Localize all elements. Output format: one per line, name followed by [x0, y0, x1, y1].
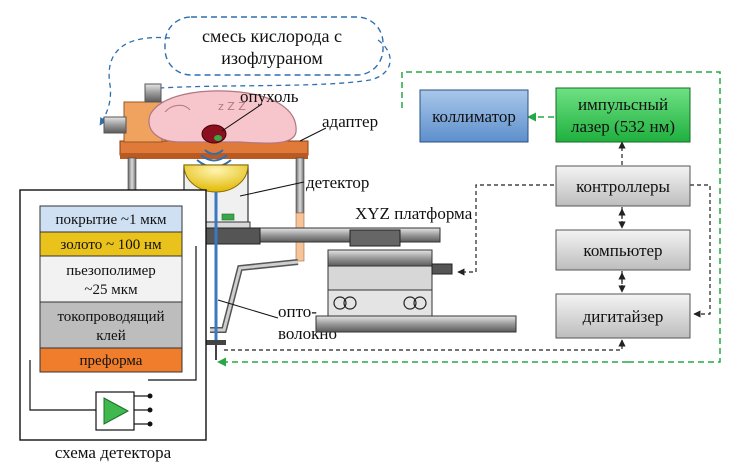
detector-layer-stack: покрытие ~1 мкм золото ~ 100 нм пьезополим… [39, 205, 183, 373]
detector-label: детектор [306, 173, 369, 192]
collimator-block [419, 89, 529, 143]
detector-scheme-label: схема детектора [55, 443, 172, 462]
adapter-label: адаптер [322, 112, 378, 131]
digitizer-block [555, 293, 691, 339]
detector-layer-3-label-1: токопроводящий [57, 309, 164, 325]
tumor [201, 124, 227, 144]
laser-block [555, 87, 691, 143]
computer-label: компьютер [583, 241, 662, 260]
detector-layer-2 [39, 255, 183, 303]
computer-block [555, 229, 691, 271]
xyz-platform: XYZ платформа [315, 204, 517, 333]
amplifier-icon [103, 397, 130, 425]
gas-mixture-group: смесь кислорода с изофлураном [99, 16, 391, 126]
mouse-setup: z Z Z опухоль адаптер [103, 83, 378, 168]
detector-layer-1-label-1: золото ~ 100 нм [60, 237, 162, 253]
gas-mixture-box [164, 16, 384, 76]
detector-layer-3 [39, 301, 183, 349]
laser-label-line1: импульсный [578, 95, 668, 114]
controllers-block [555, 165, 691, 207]
gas-mixture-line1: смесь кислорода с [202, 26, 342, 46]
laser-path [401, 71, 721, 363]
xyz-platform-label: XYZ платформа [355, 204, 473, 223]
mouse-body [148, 90, 297, 144]
gas-tube-left [99, 36, 171, 126]
digitizer-label: дигитайзер [583, 307, 664, 326]
controllers-label: контроллеры [576, 177, 670, 196]
laser-label-line2: лазер (532 нм) [571, 117, 675, 136]
detector-layer-4 [39, 347, 183, 373]
tumor-label: опухоль [240, 87, 299, 106]
detector-layer-0-label-1: покрытие ~1 мкм [55, 212, 167, 228]
detector-stage: детектор опто- волокно [127, 157, 441, 360]
detector-layer-3-label-2: клей [96, 328, 125, 344]
svg-text:z Z Z: z Z Z [218, 100, 246, 113]
fiber-label-line1: опто- [278, 302, 317, 321]
detector-layer-2-label-1: пьезополимер [66, 263, 156, 279]
collimator-label: коллиматор [432, 107, 516, 126]
gas-mixture-line2: изофлураном [221, 48, 323, 68]
detector-layer-1 [39, 231, 183, 257]
detector-layer-2-label-2: ~25 мкм [84, 282, 138, 298]
block-diagram: коллиматор импульсный лазер (532 нм) кон… [217, 71, 721, 367]
detector-layer-4-label-1: преформа [80, 353, 143, 369]
